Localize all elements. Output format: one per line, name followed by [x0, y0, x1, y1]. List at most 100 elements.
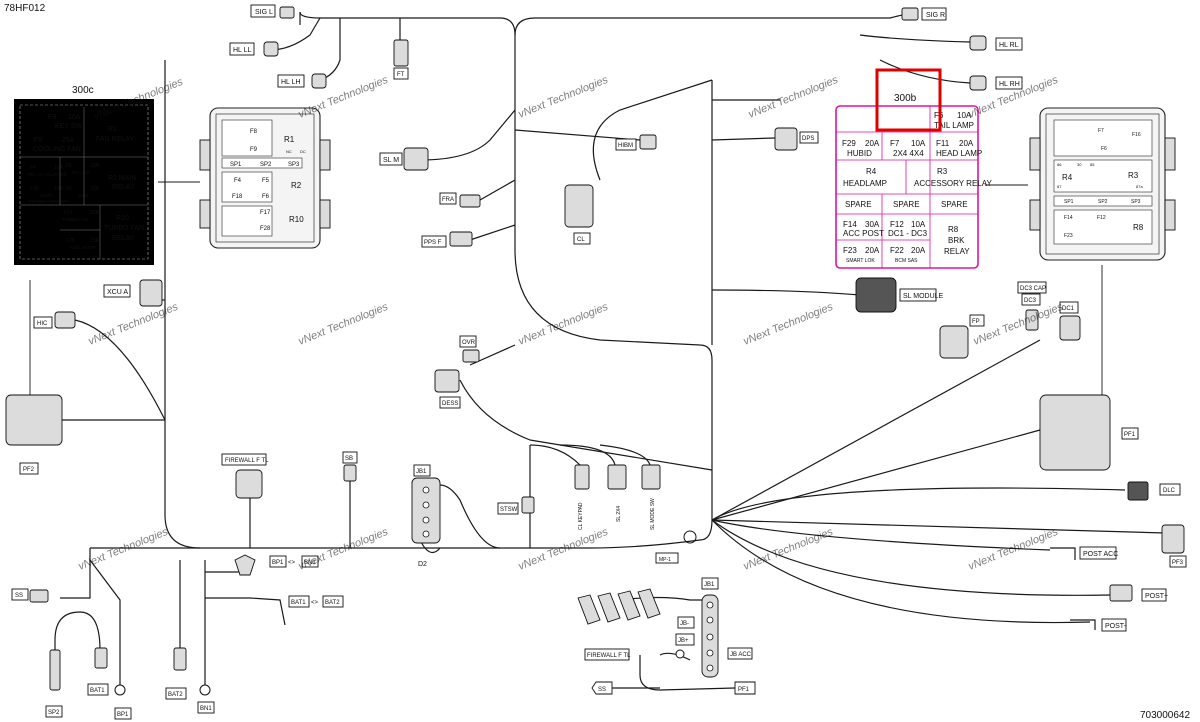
rfb-f7: F7: [1098, 128, 1104, 134]
tag-sl-mode-sw: SL MODE SW: [650, 498, 656, 530]
tag-hl-rl: HL RL: [999, 42, 1019, 49]
tag-cl-keypad: CL KEYPAD: [578, 502, 584, 530]
rt-f12-name: DC1 - DC3: [888, 229, 928, 238]
tag-bat2-bottom: BAT2: [168, 692, 183, 698]
watermark-8: vNext Technologies: [517, 301, 611, 348]
rt-f7-id: F7: [890, 139, 900, 148]
tag-dc3-cap: DC3 CAP: [1020, 286, 1046, 292]
tag-hl-rh: HL RH: [999, 81, 1020, 88]
tag-d2: D2: [418, 561, 427, 568]
tag-sig-l: SIG L: [255, 9, 273, 16]
cfb-sp3: SP3: [288, 162, 300, 168]
rfb-f12: F12: [1097, 215, 1106, 221]
watermark-3: vNext Technologies: [517, 74, 611, 121]
tag-hl-lh: HL LH: [281, 79, 301, 86]
tag-post-acc: POST ACC: [1083, 551, 1118, 558]
rt-f29-id: F29: [842, 139, 856, 148]
f28-id: F28: [66, 238, 75, 244]
tag-sig-r: SIG R: [926, 12, 945, 19]
tag-jb1-bottom: JB1: [704, 582, 715, 588]
f5-id: F5: [66, 163, 72, 169]
watermark-6: vNext Technologies: [87, 301, 181, 348]
tag-jb-acc: JB ACC: [730, 652, 752, 658]
rt-f7-amp: 10A: [911, 139, 926, 148]
tag-bat2: BAT2: [325, 600, 340, 606]
f28-amp: 10A: [90, 238, 100, 244]
tag-hl-ll: HL LL: [233, 47, 252, 54]
f5-amp: 10A: [90, 163, 100, 169]
rfb-sp1: SP1: [1064, 199, 1074, 205]
tag-jb-minus: JB-: [680, 621, 689, 627]
tag-sl-m: SL M: [383, 157, 399, 164]
rt-f6-amp: 10A: [957, 111, 972, 120]
rt-f23-id: F23: [843, 246, 857, 255]
highlight-box-300b: [875, 68, 942, 132]
rt-r8-name2: RELAY: [944, 247, 970, 256]
r1-name: FAN RELAY: [96, 136, 134, 143]
rt-r3-name: ACCESSORY RELAY: [914, 179, 992, 188]
tag-pf1-bottom: PF1: [738, 687, 750, 693]
tag-sp2: SP2: [48, 710, 60, 716]
rt-r4-id: R4: [866, 167, 877, 176]
rt-r8-name1: BRK: [948, 236, 965, 245]
f6-amp: 10A: [90, 186, 100, 192]
rfb-f16: F16: [1132, 132, 1141, 138]
f18-name2: OXYGEN SENSOR: [28, 199, 68, 204]
rfb-r8: R8: [1133, 223, 1144, 232]
tag-hic: HIC: [37, 321, 48, 327]
tag-dess: DESS: [442, 401, 458, 407]
rfb-r3: R3: [1128, 171, 1139, 180]
rt-f11-id: F11: [936, 139, 950, 148]
watermark-10: vNext Technologies: [972, 301, 1066, 348]
watermark-7: vNext Technologies: [297, 301, 391, 348]
tag-bp1: BP1: [272, 560, 284, 566]
rt-f22-id: F22: [890, 246, 904, 255]
cfb-sp2: SP2: [260, 162, 272, 168]
rt-f11-name: HEAD LAMP: [936, 149, 982, 158]
f9-amp: 25A: [62, 137, 75, 144]
tag-hibm: HIBM: [618, 143, 633, 149]
cfb-f5: F5: [262, 178, 270, 184]
f17-name: TURBO FAN: [62, 217, 88, 222]
tag-bp1-bottom: BP1: [117, 712, 129, 718]
right-fuse-table-300b: F6 10A TAIL LAMP F29 20A HUBID F7 10A 2X…: [835, 68, 992, 269]
f4-id: F4: [30, 165, 36, 171]
tag-pf2: PF2: [23, 467, 35, 473]
rfb-sp2: SP2: [1098, 199, 1108, 205]
watermark-13: vNext Technologies: [517, 526, 611, 573]
f6-id: F6: [66, 186, 72, 192]
tag-sl-module: SL MODULE: [903, 293, 944, 300]
f18-amp: 10A: [54, 186, 64, 192]
tag-bat1: BAT1: [291, 600, 306, 606]
cfb-f4: F4: [234, 178, 242, 184]
tag-dlc: DLC: [1163, 488, 1176, 494]
tag-pf3: PF3: [1172, 560, 1184, 566]
tag-ss: SS: [15, 593, 23, 599]
cfb-f28: F28: [260, 226, 271, 232]
rt-r8-id: R8: [948, 225, 959, 234]
f4-amp: 10A: [54, 165, 64, 171]
watermark-9: vNext Technologies: [742, 301, 836, 348]
cfb-f18: F18: [232, 194, 243, 200]
cfb-r10: R10: [289, 215, 304, 224]
tag-post-plus: POST+: [1145, 593, 1168, 600]
cfb-f9: F9: [250, 147, 258, 153]
cfb-mark-nc: NC: [286, 149, 292, 154]
figure-id: 78HF012: [4, 3, 46, 14]
f18-id: F18: [30, 186, 39, 192]
rt-f29-name: HUBID: [847, 149, 872, 158]
r2-id: R2 MAIN: [108, 175, 136, 182]
f5-name: INJ / IGN: [72, 170, 91, 175]
rfb-f14: F14: [1064, 215, 1073, 221]
tag-fp: FP: [972, 319, 980, 325]
tag-ss-bottom: SS: [598, 687, 606, 693]
rfb-f23: F23: [1064, 233, 1073, 239]
cfb-f8: F8: [250, 129, 258, 135]
rfb-pin-87a: 87a: [1136, 184, 1143, 189]
cfb-mark-dc: DC: [300, 149, 306, 154]
rt-f11-amp: 20A: [959, 139, 974, 148]
tag-arrow-lr-1: <>: [288, 560, 296, 566]
rt-f12-amp: 10A: [911, 220, 926, 229]
cfb-sp1: SP1: [230, 162, 242, 168]
